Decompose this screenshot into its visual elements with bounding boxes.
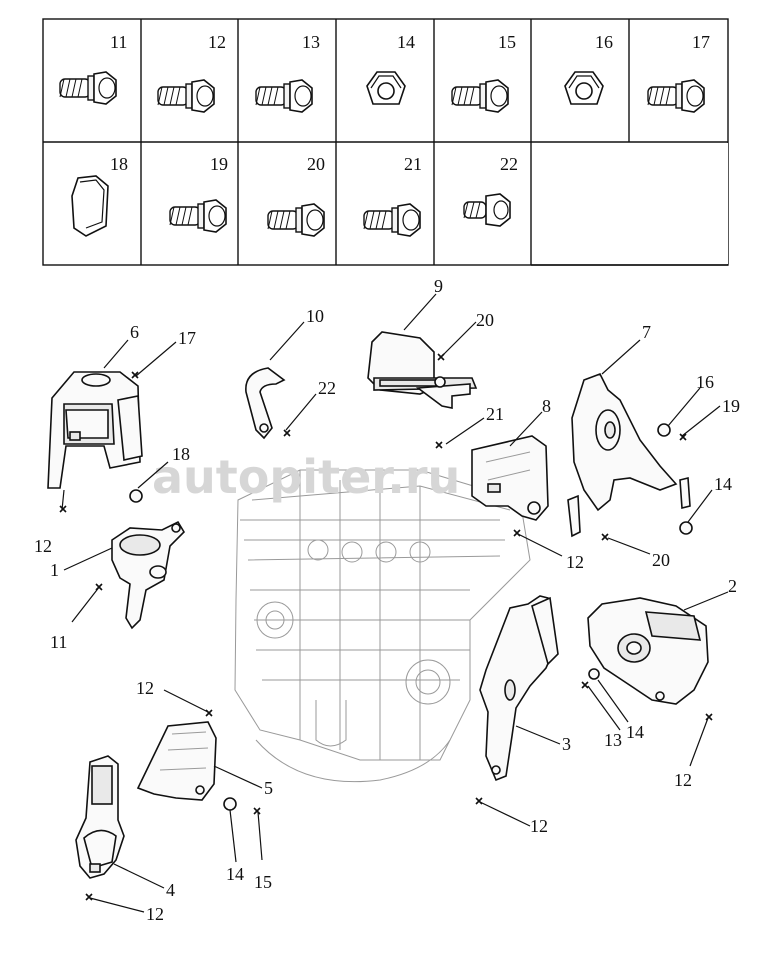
callout-14: 14 (226, 864, 244, 884)
callout-labels: 6 17 10 22 9 20 21 8 7 16 19 14 20 12 18… (34, 276, 740, 924)
fastener-grid: 11 12 13 14 15 16 17 18 19 20 21 22 (42, 18, 729, 266)
callout-12: 12 (674, 770, 692, 790)
callout-17: 17 (178, 328, 196, 348)
watermark-text: autopiter.ru (152, 450, 460, 504)
callout-12: 12 (34, 536, 52, 556)
callout-14: 14 (626, 722, 644, 742)
callout-4: 4 (166, 880, 175, 900)
part-10-curved-bracket (245, 367, 286, 440)
part-4-mount (75, 755, 125, 879)
hex-bolt-icon (59, 71, 117, 105)
part-9-upper-mount (367, 331, 478, 409)
cell-number: 20 (307, 154, 325, 174)
cell-number: 13 (302, 32, 320, 52)
flange-nut-icon (71, 175, 109, 237)
part-5-bracket (136, 721, 217, 801)
cell-number: 14 (397, 32, 415, 52)
leader-lines (61, 293, 729, 913)
bolt-icon (451, 79, 509, 113)
part-2-mount (587, 597, 709, 705)
callout-19: 19 (722, 396, 740, 416)
cell-number: 17 (692, 32, 710, 52)
hex-nut-icon (366, 71, 406, 105)
callout-12: 12 (136, 678, 154, 698)
cell-number: 22 (500, 154, 518, 174)
short-bolt-icon (463, 193, 511, 227)
engine-block (234, 469, 531, 783)
bolt-icon (255, 79, 313, 113)
callout-5: 5 (264, 778, 273, 798)
callout-22: 22 (318, 378, 336, 398)
part-1-mount (111, 520, 186, 630)
bolt-icon (647, 79, 705, 113)
callout-6: 6 (130, 322, 139, 342)
callout-13: 13 (604, 730, 622, 750)
callout-14: 14 (714, 474, 732, 494)
callout-2: 2 (728, 576, 737, 596)
cell-number: 19 (210, 154, 228, 174)
callout-9: 9 (434, 276, 443, 296)
callout-8: 8 (542, 396, 551, 416)
hex-nut-icon (564, 71, 604, 105)
part-3-bracket (479, 595, 559, 782)
bolt-icon (267, 203, 325, 237)
callout-15: 15 (254, 872, 272, 892)
callout-18: 18 (172, 444, 190, 464)
cell-number: 15 (498, 32, 516, 52)
callout-12: 12 (530, 816, 548, 836)
callout-10: 10 (306, 306, 324, 326)
cell-number: 18 (110, 154, 128, 174)
callout-16: 16 (696, 372, 714, 392)
callout-11: 11 (50, 632, 67, 652)
part-8-bracket (471, 435, 549, 521)
callout-3: 3 (562, 734, 571, 754)
callout-1: 1 (50, 560, 59, 580)
cell-number: 16 (595, 32, 613, 52)
callout-20: 20 (652, 550, 670, 570)
cell-number: 12 (208, 32, 226, 52)
part-6-mount-bracket (47, 371, 143, 489)
callout-21: 21 (486, 404, 504, 424)
part-7-mount (567, 372, 691, 538)
bolt-icon (157, 79, 215, 113)
callout-7: 7 (642, 322, 651, 342)
cell-number: 11 (110, 32, 127, 52)
bolt-icon (363, 203, 421, 237)
callout-12: 12 (566, 552, 584, 572)
hex-bolt-icon (169, 199, 227, 233)
cell-number: 21 (404, 154, 422, 174)
bolt-markers (59, 353, 713, 901)
callout-20: 20 (476, 310, 494, 330)
callout-12: 12 (146, 904, 164, 924)
